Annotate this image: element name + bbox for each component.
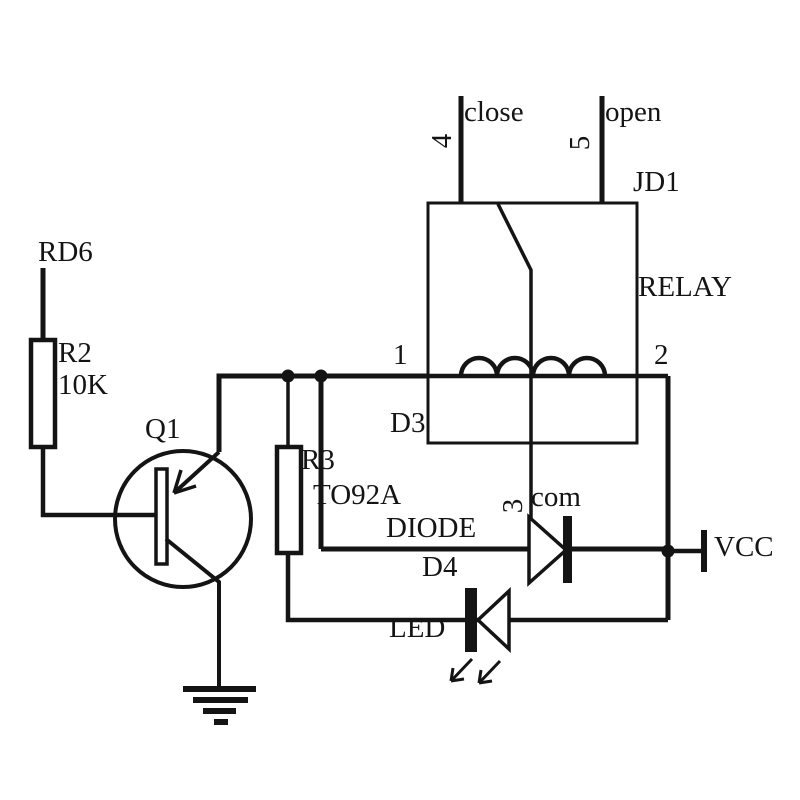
r2-value-label: 10K <box>58 369 108 401</box>
relay-ref-label: JD1 <box>633 166 680 198</box>
ground-icon <box>183 686 256 725</box>
d4-value-label: LED <box>389 612 446 644</box>
transistor-q1-collector <box>172 450 221 495</box>
diode-d3-symbol <box>527 513 569 587</box>
d3-ref-label: D3 <box>390 407 426 439</box>
transistor-q1-circle <box>113 449 253 589</box>
d4-ref-label: D4 <box>422 551 458 583</box>
q1-package-label: TO92A <box>313 479 402 511</box>
relay-switch-arm <box>496 203 533 549</box>
relay-pin3-number: 3 <box>496 498 529 514</box>
relay-com-label: com <box>531 481 581 513</box>
led-emission-arrows-icon <box>449 657 502 685</box>
wire-r3-to-led <box>285 553 668 623</box>
wire-collector-node <box>216 373 428 452</box>
relay-pin4-number: 4 <box>425 133 458 149</box>
led-d4-cathode-bar <box>465 588 477 652</box>
junction-dots <box>281 369 675 558</box>
relay-open-label: open <box>605 96 662 128</box>
q1-ref-label: Q1 <box>145 413 181 445</box>
relay-pin2-number: 2 <box>654 339 669 371</box>
relay-close-label: close <box>464 96 524 128</box>
r2-ref-label: R2 <box>58 337 92 369</box>
led-d4-symbol <box>475 586 511 654</box>
diode-d3-cathode-bar <box>563 516 572 583</box>
relay-coil <box>458 355 608 377</box>
d3-value-label: DIODE <box>386 512 477 544</box>
resistor-r2-body <box>28 337 58 450</box>
relay-pin5-number: 5 <box>563 135 596 151</box>
relay-value-label: RELAY <box>638 271 732 303</box>
net-label-vcc: VCC <box>714 531 774 563</box>
relay-pin1-number: 1 <box>393 339 408 371</box>
wire-r2-to-base <box>40 447 156 518</box>
resistor-r3-body <box>274 444 304 556</box>
vcc-terminal-bar <box>701 530 707 572</box>
net-label-rd6: RD6 <box>38 236 93 268</box>
transistor-q1-collector-arrowhead <box>172 469 197 495</box>
r3-ref-label: R3 <box>301 444 335 476</box>
transistor-q1-emitter <box>164 537 221 687</box>
transistor-q1-base-bar <box>154 467 169 566</box>
